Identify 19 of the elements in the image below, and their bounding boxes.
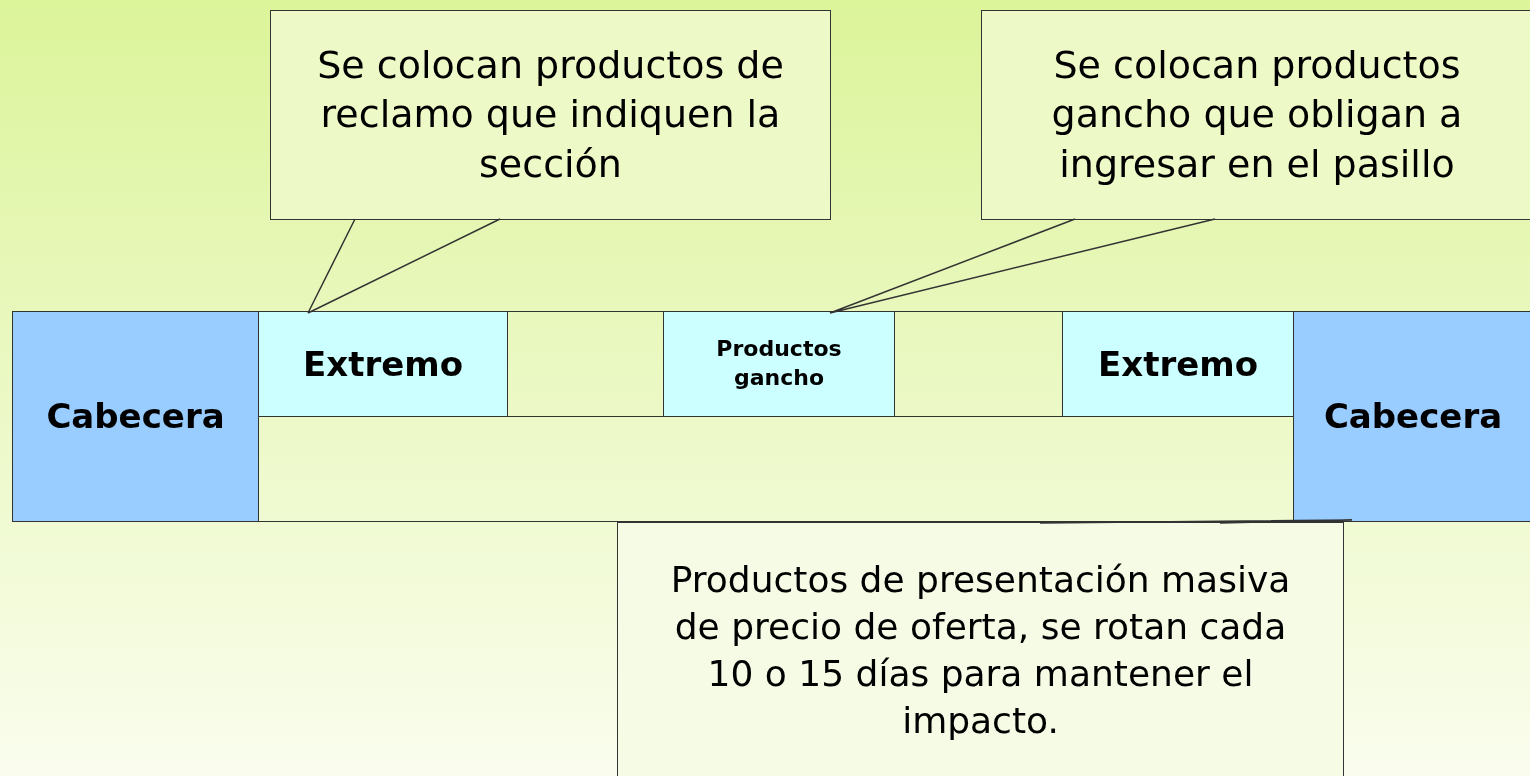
callout-pointer [1039, 519, 1353, 524]
section-label: Extremo [302, 342, 464, 386]
callout-pointer [829, 218, 1216, 314]
section-label: Cabecera [1322, 395, 1504, 439]
shelf-end-section [1062, 311, 1294, 417]
callout-text: Productos de presentación masiva de precio de oferta, se rotan cada 10 o 15 días para mantener el impacto. [669, 558, 1292, 743]
shelf-end-section [258, 311, 508, 417]
end-cap-shelf [1293, 311, 1530, 522]
callout-box [270, 10, 831, 220]
end-cap-shelf [12, 311, 259, 522]
shelf-section [663, 311, 895, 417]
callout-text: Se colocan productos de reclamo que indiquen la sección [316, 41, 785, 188]
section-label: Productos gancho [715, 335, 843, 392]
callout-text: Se colocan productos gancho que obligan a ingresar en el pasillo [1050, 41, 1464, 188]
section-label: Extremo [1097, 342, 1259, 386]
section-label: Cabecera [45, 395, 226, 439]
callout-box [981, 10, 1530, 220]
callout-box [617, 522, 1344, 776]
callout-pointer [307, 218, 501, 314]
